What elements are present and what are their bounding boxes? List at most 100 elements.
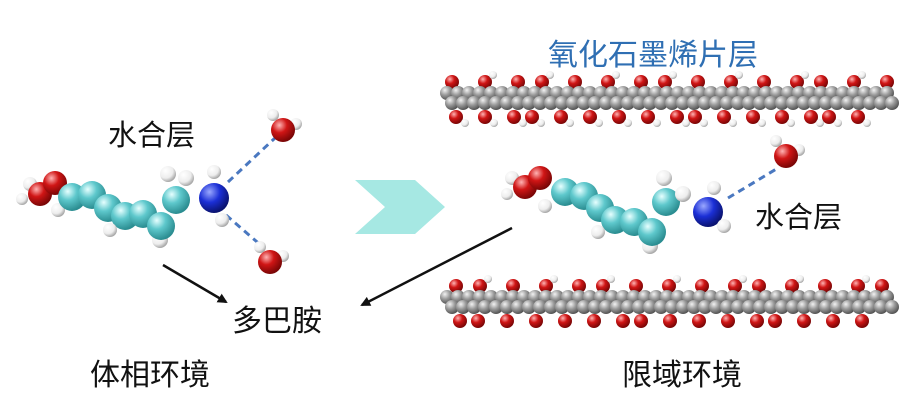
- carbon-atom: [162, 186, 190, 214]
- carbon-atom: [764, 300, 778, 314]
- carbon-atom: [885, 96, 899, 110]
- carbon-atom: [555, 300, 569, 314]
- carbon-atom: [566, 300, 580, 314]
- hydrogen-atom: [739, 275, 747, 283]
- oxygen-atom: [525, 110, 539, 124]
- carbon-atom: [753, 300, 767, 314]
- bulk-environment-label: 体相环境: [90, 358, 210, 393]
- oxygen-atom: [851, 110, 865, 124]
- oxygen-atom: [855, 314, 869, 328]
- pointer-arrow-left: [162, 263, 228, 304]
- carbon-atom: [533, 96, 547, 110]
- carbon-atom: [632, 300, 646, 314]
- hydrogen-atom: [484, 275, 492, 283]
- carbon-atom: [863, 300, 877, 314]
- hydrogen-atom: [501, 188, 513, 200]
- carbon-atom: [698, 96, 712, 110]
- oxygen-atom: [670, 110, 684, 124]
- oxygen-atom: [587, 314, 601, 328]
- hydrogen-atom: [160, 166, 176, 182]
- oxygen-atom: [662, 279, 676, 293]
- hydrogen-atom: [519, 119, 527, 127]
- carbon-atom: [863, 96, 877, 110]
- hydrogen-atom: [862, 275, 870, 283]
- nitrogen-atom: [693, 197, 723, 227]
- carbon-atom: [522, 300, 536, 314]
- dopamine-molecule-bulk: [16, 165, 229, 248]
- oxygen-atom: [814, 75, 828, 89]
- carbon-atom: [742, 300, 756, 314]
- water-molecule: [770, 135, 805, 168]
- hydrogen-atom: [103, 223, 117, 237]
- graphene-oxide-sheet-top: [440, 71, 899, 127]
- carbon-atom: [456, 96, 470, 110]
- transition-arrow: [355, 180, 445, 234]
- oxygen-atom: [775, 110, 789, 124]
- hydrogen-atom: [801, 71, 809, 79]
- oxygen-atom: [629, 279, 643, 293]
- oxygen-atom: [528, 166, 552, 190]
- carbon-atom: [467, 96, 481, 110]
- carbon-atom: [885, 300, 899, 314]
- graphene-oxide-sheet-bottom: [440, 275, 899, 328]
- nitrogen-atom: [199, 183, 229, 213]
- oxygen-atom: [785, 279, 799, 293]
- hydrogen-atom: [770, 135, 782, 147]
- pointer-arrow-right: [360, 226, 513, 307]
- hydrogen-atom: [682, 119, 690, 127]
- carbon-atom: [638, 218, 666, 246]
- hbond-right: [727, 166, 779, 200]
- oxygen-atom: [554, 110, 568, 124]
- oxygen-atom: [568, 75, 582, 89]
- hydrogen-atom: [735, 71, 743, 79]
- carbon-atom: [621, 300, 635, 314]
- oxygen-atom: [688, 110, 702, 124]
- hydrogen-atom: [669, 71, 677, 79]
- carbon-atom: [819, 300, 833, 314]
- carbon-atom: [874, 96, 888, 110]
- carbon-atom: [830, 96, 844, 110]
- oxygen-atom: [449, 110, 463, 124]
- carbon-atom: [786, 96, 800, 110]
- oxygen-atom: [271, 118, 295, 142]
- hydrogen-atom: [607, 275, 615, 283]
- carbon-atom: [489, 96, 503, 110]
- oxygen-atom: [880, 75, 894, 89]
- carbon-atom: [786, 300, 800, 314]
- oxygen-atom: [258, 250, 282, 274]
- hydrogen-atom: [707, 181, 721, 195]
- oxygen-atom: [471, 314, 485, 328]
- carbon-atom: [654, 96, 668, 110]
- hydrogen-atom: [546, 71, 554, 79]
- carbon-atom: [720, 300, 734, 314]
- carbon-atom: [511, 96, 525, 110]
- carbon-atom: [742, 96, 756, 110]
- hydrogen-atom: [787, 119, 795, 127]
- carbon-atom: [588, 96, 602, 110]
- oxygen-atom: [641, 110, 655, 124]
- carbon-atom: [500, 96, 514, 110]
- hydrogen-atom: [550, 275, 558, 283]
- hydrogen-atom: [267, 109, 279, 121]
- oxygen-atom: [583, 110, 597, 124]
- carbon-atom: [808, 300, 822, 314]
- hydrogen-atom: [537, 119, 545, 127]
- hydrogen-atom: [591, 225, 605, 239]
- oxygen-atom: [539, 279, 553, 293]
- carbon-atom: [467, 300, 481, 314]
- oxygen-atom: [847, 75, 861, 89]
- oxygen-atom: [658, 75, 672, 89]
- carbon-atom: [643, 96, 657, 110]
- oxygen-atom: [478, 75, 492, 89]
- water-molecule: [267, 109, 302, 142]
- oxygen-atom: [500, 314, 514, 328]
- oxygen-atom: [634, 314, 648, 328]
- carbon-atom: [874, 300, 888, 314]
- dopamine-label: 多巴胺: [232, 304, 322, 339]
- oxygen-atom: [692, 314, 706, 328]
- oxygen-atom: [822, 110, 836, 124]
- carbon-atom: [852, 300, 866, 314]
- hydrogen-atom: [816, 119, 824, 127]
- oxygen-atom: [757, 75, 771, 89]
- hydrogen-atom: [834, 119, 842, 127]
